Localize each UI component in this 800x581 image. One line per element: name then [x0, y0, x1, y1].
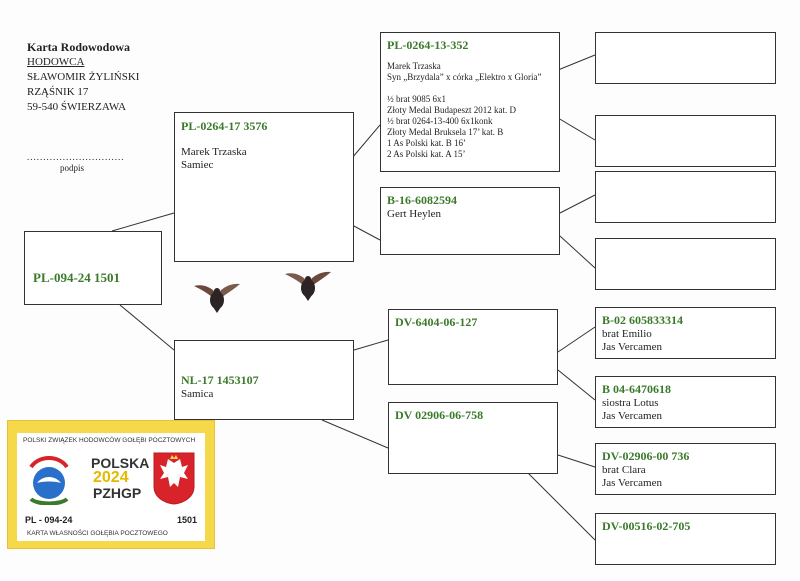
card-bottom-text: KARTA WŁASNOŚCI GOŁĘBIA POCZTOWEGO [27, 530, 168, 537]
breeder-city: 59-540 ŚWIERZAWA [27, 101, 127, 113]
ff-line: Złoty Medal Bruksela 17’ kat. B [387, 127, 504, 137]
ff-line: 2 As Polski kat. A 15’ [387, 149, 466, 159]
breeder-name: SŁAWOMIR ŻYLIŃSKI [27, 71, 140, 83]
mfm-box: B 04-6470618 siostra Lotus Jas Vercamen [595, 376, 776, 428]
mfm-line: Jas Vercamen [602, 410, 662, 422]
ff-line: ½ brat 9085 6x1 [387, 94, 446, 104]
mmf-line: Jas Vercamen [602, 477, 662, 489]
mmf-line: brat Clara [602, 464, 646, 476]
mm-ring: DV 02906-06-758 [395, 408, 484, 422]
ownership-card: POLSKI ZWIĄZEK HODOWCÓW GOŁĘBI POCZTOWYC… [7, 420, 215, 549]
mfm-line: siostra Lotus [602, 397, 659, 409]
mmf-box: DV-02906-00 736 brat Clara Jas Vercamen [595, 443, 776, 495]
mmf-info: brat Clara Jas Vercamen [602, 464, 662, 490]
ffm-box-empty [595, 115, 776, 167]
mff-info: brat Emilio Jas Vercamen [602, 328, 662, 354]
mfm-info: siostra Lotus Jas Vercamen [602, 397, 662, 423]
ff-line: 1 As Polski kat. B 16’ [387, 138, 467, 148]
breeder-header: Karta Rodowodowa HODOWCA SŁAWOMIR ŻYLIŃS… [27, 40, 139, 115]
fmf-box-empty [595, 171, 776, 223]
pzhgp-logo-icon [29, 456, 69, 505]
fm-box: B-16-6082594 Gert Heylen [380, 187, 560, 255]
mmm-box: DV-00516-02-705 [595, 513, 776, 565]
father-box: PL-0264-17 3576 Marek Trzaska Samiec [174, 112, 354, 262]
card-ring-prefix: PL - 094-24 [25, 515, 73, 525]
mff-ring: B-02 605833314 [602, 313, 683, 327]
card-pzhgp: PZHGP [93, 485, 142, 501]
pigeon-ring: PL-094-24 1501 [33, 270, 121, 285]
card-top-text: POLSKI ZWIĄZEK HODOWCÓW GOŁĘBI POCZTOWYC… [23, 437, 196, 444]
ff-spacer [387, 83, 557, 94]
signature-dots: .............................. [27, 152, 125, 162]
ff-box: PL-0264-13-352 Marek Trzaska Syn „Brzyda… [380, 32, 560, 172]
mother-ring: NL-17 1453107 [181, 373, 259, 387]
ffx-box-empty [595, 32, 776, 84]
mff-line: Jas Vercamen [602, 341, 662, 353]
mf-box: DV-6404-06-127 [388, 309, 558, 385]
ff-line: ½ brat 0264-13-400 6x1konk [387, 116, 493, 126]
mfm-ring: B 04-6470618 [602, 382, 671, 396]
pzhgp-logo-text: PZHGP [37, 490, 55, 496]
pigeon-illustration-left [194, 283, 240, 313]
ff-line: Marek Trzaska [387, 61, 441, 71]
pigeon-box: PL-094-24 1501 [24, 231, 162, 305]
fm-ring: B-16-6082594 [387, 193, 457, 207]
ff-line: Syn „Brzydala” x córka „Elektro x Gloria… [387, 72, 542, 82]
card-ring-number: 1501 [177, 515, 198, 525]
card-year: 2024 [93, 469, 129, 486]
mother-box: NL-17 1453107 Samica [174, 340, 354, 420]
mmm-ring: DV-00516-02-705 [602, 519, 691, 533]
mother-line: Samica [181, 388, 214, 400]
ff-ring: PL-0264-13-352 [387, 38, 469, 52]
mf-ring: DV-6404-06-127 [395, 315, 478, 329]
breeder-label: HODOWCA [27, 56, 85, 68]
father-line: Marek Trzaska [181, 146, 247, 158]
signature-label: podpis [60, 163, 85, 173]
ff-info: Marek Trzaska Syn „Brzydala” x córka „El… [387, 61, 557, 160]
father-ring: PL-0264-17 3576 [181, 119, 268, 133]
fmm-box-empty [595, 238, 776, 290]
mm-box: DV 02906-06-758 [388, 402, 558, 474]
polish-eagle-emblem-icon [153, 452, 195, 505]
card-polska: POLSKA [91, 455, 150, 471]
mmf-ring: DV-02906-00 736 [602, 449, 690, 463]
breeder-street: RZĄŚNIK 17 [27, 86, 89, 98]
ownership-card-inner: POLSKI ZWIĄZEK HODOWCÓW GOŁĘBI POCZTOWYC… [17, 433, 205, 541]
pigeon-illustration-right [285, 271, 331, 301]
father-info: Marek Trzaska Samiec [181, 146, 247, 172]
ff-line: Złoty Medal Budapeszt 2012 kat. D [387, 105, 516, 115]
father-line: Samiec [181, 159, 214, 171]
mff-line: brat Emilio [602, 328, 652, 340]
document-title: Karta Rodowodowa [27, 40, 131, 54]
mff-box: B-02 605833314 brat Emilio Jas Vercamen [595, 307, 776, 359]
fm-line: Gert Heylen [387, 208, 442, 220]
